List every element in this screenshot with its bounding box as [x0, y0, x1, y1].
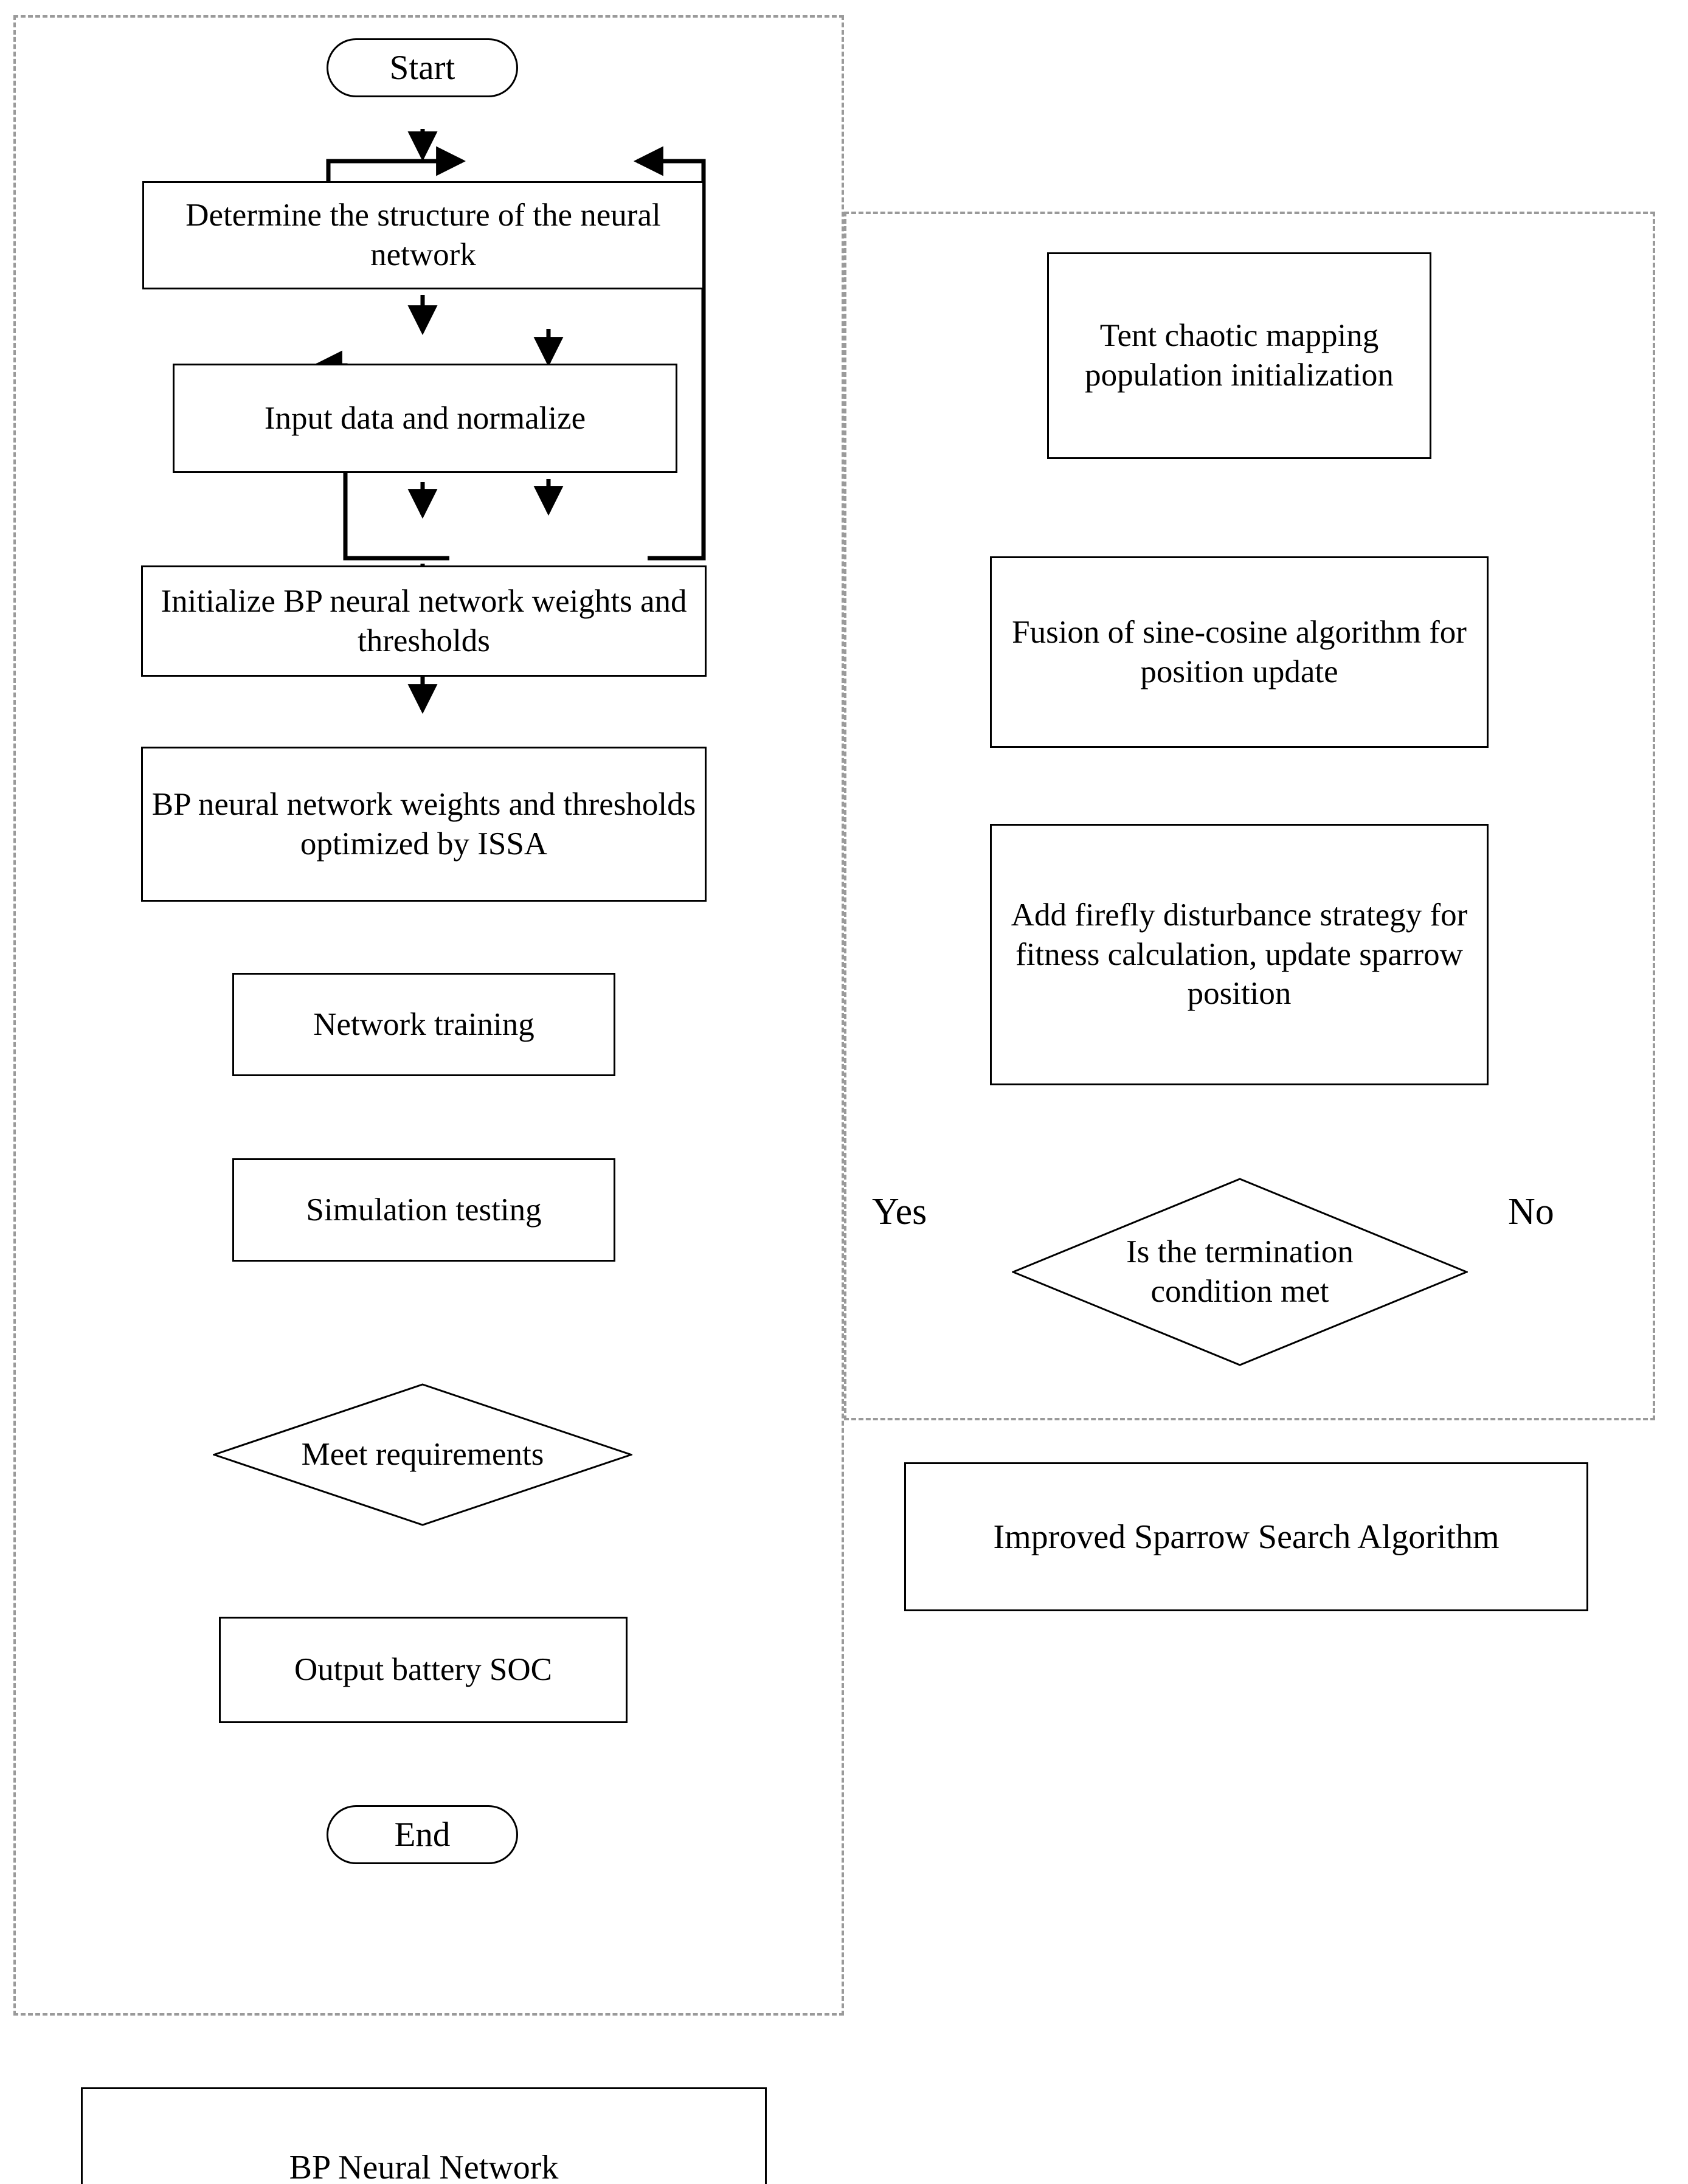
- termcond-line-1: Is the termination: [1126, 1234, 1354, 1270]
- node-input-data-normalize[interactable]: Input data and normalize: [173, 364, 677, 473]
- edge-termcond-no-to-tent: [633, 146, 706, 561]
- node-meet-requirements-label: Meet requirements: [301, 1437, 544, 1473]
- node-start[interactable]: Start: [327, 38, 518, 97]
- node-determine-structure[interactable]: Determine the structure of the neural ne…: [142, 181, 704, 289]
- node-bp-weights-optimized-issa[interactable]: BP neural network weights and thresholds…: [141, 747, 707, 902]
- node-simulation-testing[interactable]: Simulation testing: [232, 1158, 615, 1262]
- termcond-line-2: condition met: [1150, 1274, 1329, 1309]
- node-output-battery-soc[interactable]: Output battery SOC: [219, 1617, 628, 1723]
- edge-label-yes: Yes: [872, 1191, 927, 1232]
- node-meet-requirements[interactable]: Meet requirements: [213, 1383, 632, 1526]
- group-region-improved-sparrow-search: [844, 212, 1655, 1420]
- node-add-firefly-disturbance[interactable]: Add firefly disturbance strategy for fit…: [990, 824, 1489, 1085]
- node-tent-chaotic-mapping[interactable]: Tent chaotic mapping population initiali…: [1047, 252, 1431, 459]
- group-region-bp-neural-network: [13, 15, 844, 2016]
- edge-label-no: No: [1508, 1191, 1554, 1232]
- node-initialize-bp-weights[interactable]: Initialize BP neural network weights and…: [141, 565, 707, 677]
- node-is-termination-condition-met[interactable]: Is the termination condition met: [1012, 1178, 1468, 1366]
- node-fusion-sine-cosine[interactable]: Fusion of sine-cosine algorithm for posi…: [990, 556, 1489, 748]
- node-is-termination-condition-met-label: Is the termination condition met: [1126, 1232, 1354, 1311]
- node-end[interactable]: End: [327, 1805, 518, 1864]
- node-network-training[interactable]: Network training: [232, 973, 615, 1076]
- legend-bp-neural-network: BP Neural Network: [81, 2087, 767, 2184]
- legend-improved-sparrow-search-algorithm: Improved Sparrow Search Algorithm: [904, 1462, 1588, 1611]
